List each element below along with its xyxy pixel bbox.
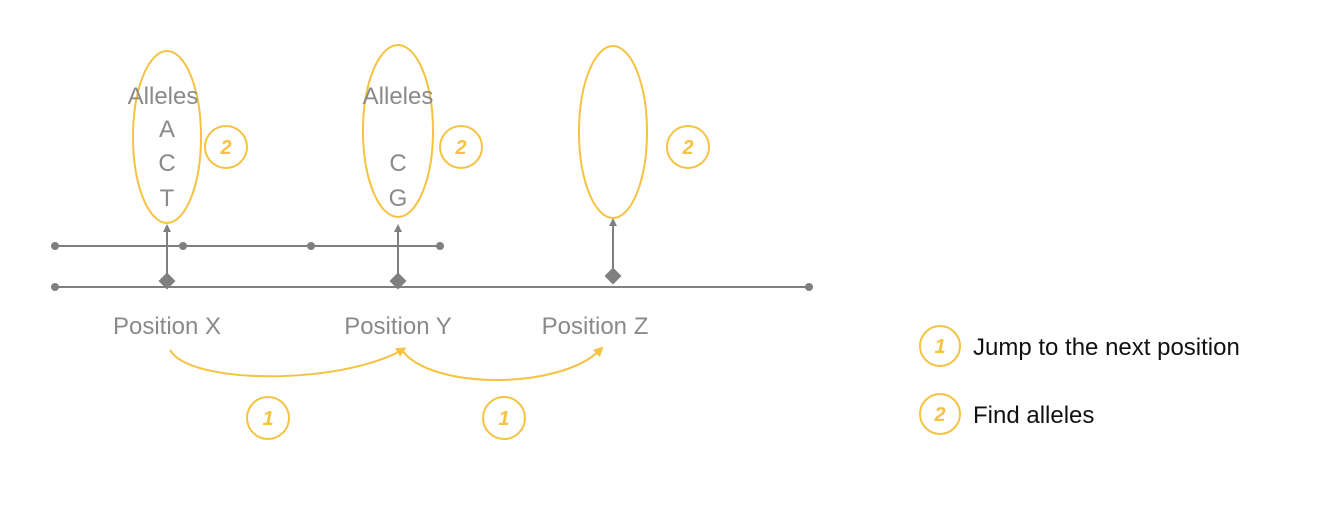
position-x-allele: A xyxy=(159,116,175,143)
position-y-allele-oval xyxy=(362,44,434,218)
upper-track-dot xyxy=(436,242,444,250)
position-x-step-badge xyxy=(204,125,248,169)
legend-step-number: 1 xyxy=(934,336,945,358)
legend-label-find: Find alleles xyxy=(973,402,1094,429)
position-x-allele-oval xyxy=(132,50,202,224)
lower-track-dot xyxy=(805,283,813,291)
position-x-allele: T xyxy=(160,185,175,212)
legend-label-jump: Jump to the next position xyxy=(973,334,1240,361)
legend: 1 Jump to the next position 2 Find allel… xyxy=(919,325,1240,435)
position-y-group: Alleles C G 2 Position Y xyxy=(344,44,483,340)
position-y-allele: C xyxy=(389,150,406,177)
jump-step-number: 1 xyxy=(498,408,509,430)
lower-track-dot xyxy=(51,283,59,291)
position-z-diamond-marker xyxy=(604,267,622,285)
position-y-step-number: 2 xyxy=(454,137,466,159)
upper-track-dot xyxy=(51,242,59,250)
position-x-label: Position X xyxy=(113,313,221,340)
position-y-alleles-title: Alleles xyxy=(363,83,434,110)
upper-track-dot xyxy=(179,242,187,250)
position-x-step-number: 2 xyxy=(219,137,231,159)
jump-step-badge xyxy=(246,396,290,440)
position-y-step-badge xyxy=(439,125,483,169)
position-y-allele: G xyxy=(389,185,408,212)
upper-track-dot xyxy=(307,242,315,250)
jump-step-badge xyxy=(482,396,526,440)
jump-step-number: 1 xyxy=(262,408,273,430)
position-x-group: Alleles A C T 2 Position X xyxy=(113,50,248,340)
legend-step-badge xyxy=(919,393,961,435)
position-x-alleles-title: Alleles xyxy=(128,83,199,110)
position-x-allele: C xyxy=(158,150,175,177)
position-z-allele-oval xyxy=(578,45,648,219)
position-y-diamond-marker xyxy=(389,272,407,290)
position-x-diamond-marker xyxy=(158,272,176,290)
position-z-label: Position Z xyxy=(542,313,649,340)
position-y-label: Position Y xyxy=(344,313,452,340)
jump-arrow-y-to-z xyxy=(401,346,604,381)
legend-step-badge xyxy=(919,325,961,367)
position-z-group: 2 Position Z xyxy=(542,45,710,340)
legend-step-number: 2 xyxy=(933,404,945,426)
position-z-step-number: 2 xyxy=(681,137,693,159)
position-z-step-badge xyxy=(666,125,710,169)
jump-arrow-x-to-y xyxy=(169,347,407,378)
